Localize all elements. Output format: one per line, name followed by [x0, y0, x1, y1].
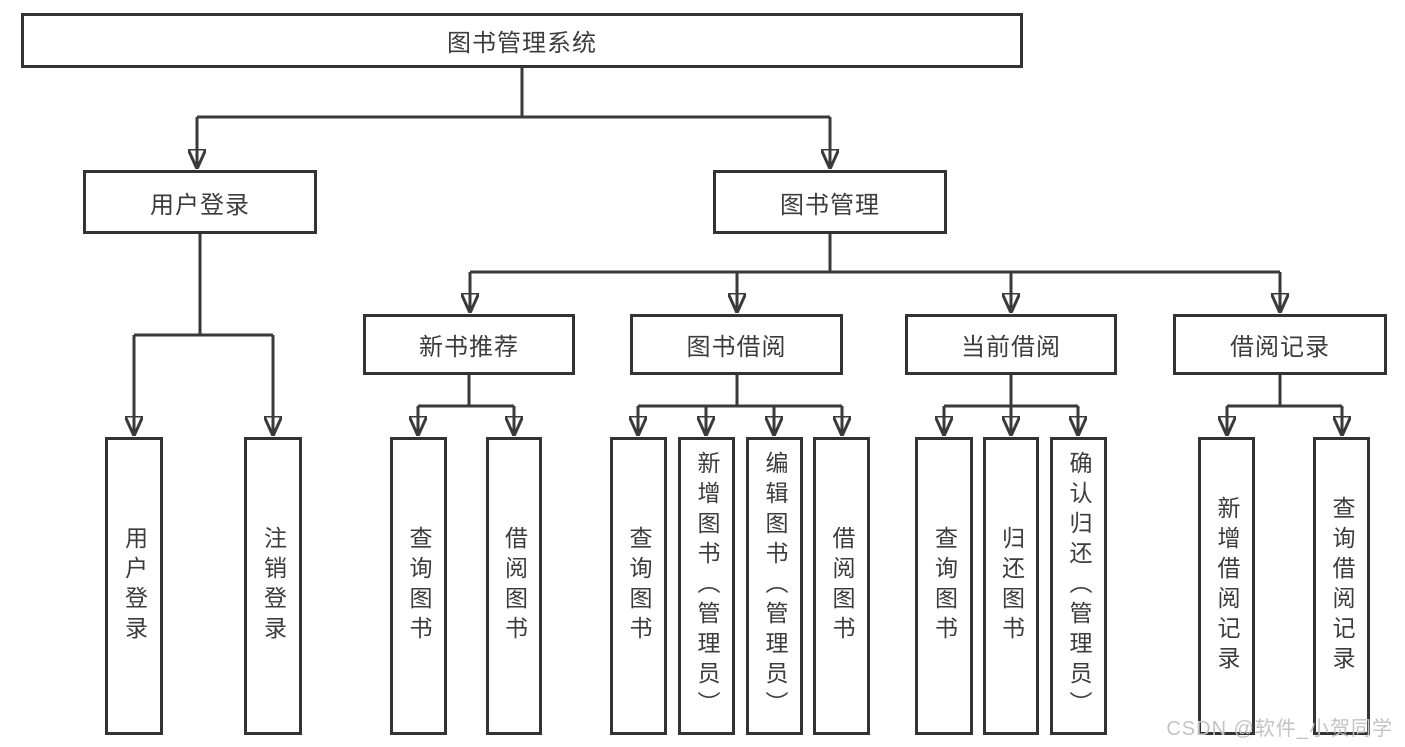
- node-user-login: 用户登录: [83, 170, 317, 234]
- leaf-borrow-add-books-admin: 新增图书（管理员）: [678, 437, 735, 735]
- connector-trunks: [134, 68, 1342, 408]
- node-new-book-rec: 新书推荐: [363, 314, 575, 375]
- leaf-borrow-borrow-books: 借阅图书: [813, 437, 870, 735]
- node-book-borrow: 图书借阅: [630, 314, 843, 375]
- leaf-current-confirm-return-admin: 确认归还（管理员）: [1050, 437, 1107, 735]
- leaf-logout: 注销登录: [244, 437, 302, 735]
- node-current-borrow: 当前借阅: [905, 314, 1117, 375]
- leaf-current-return-books: 归还图书: [983, 437, 1039, 735]
- leaf-user-login: 用户登录: [105, 437, 163, 735]
- watermark-text: CSDN @软件_小贺同学: [1166, 718, 1393, 740]
- leaf-rec-query-books: 查询图书: [390, 437, 447, 735]
- node-borrow-records: 借阅记录: [1173, 314, 1387, 375]
- leaf-current-query-books: 查询图书: [915, 437, 973, 735]
- leaf-borrow-query-books: 查询图书: [610, 437, 667, 735]
- leaf-records-query-record: 查询借阅记录: [1313, 437, 1370, 735]
- node-root: 图书管理系统: [21, 13, 1023, 68]
- node-book-mgmt: 图书管理: [713, 170, 947, 234]
- leaf-records-add-record: 新增借阅记录: [1198, 437, 1255, 735]
- leaf-borrow-edit-books-admin: 编辑图书（管理员）: [746, 437, 803, 735]
- leaf-rec-borrow-books: 借阅图书: [486, 437, 542, 735]
